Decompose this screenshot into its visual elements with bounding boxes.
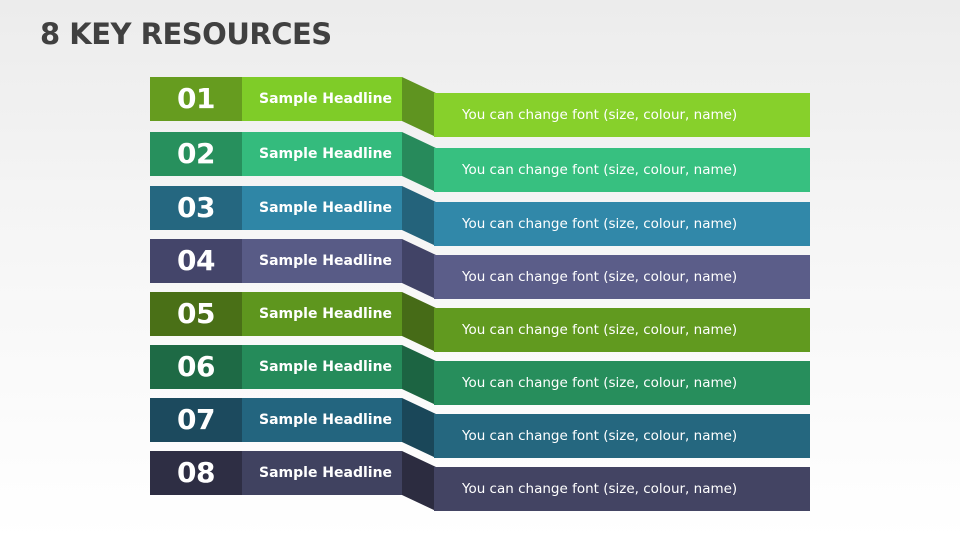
item-description: You can change font (size, colour, name)	[434, 255, 810, 299]
item-fold-connector	[402, 132, 436, 192]
item-headline: Sample Headline	[242, 186, 402, 230]
resource-item-7: 07 Sample Headline You can change font (…	[150, 398, 810, 458]
resource-item-8: 08 Sample Headline You can change font (…	[150, 451, 810, 511]
item-number: 06	[150, 345, 242, 389]
item-number: 05	[150, 292, 242, 336]
resource-item-6: 06 Sample Headline You can change font (…	[150, 345, 810, 405]
item-description: You can change font (size, colour, name)	[434, 414, 810, 458]
item-number: 02	[150, 132, 242, 176]
item-number: 04	[150, 239, 242, 283]
item-description: You can change font (size, colour, name)	[434, 148, 810, 192]
item-description: You can change font (size, colour, name)	[434, 308, 810, 352]
resource-item-2: 02 Sample Headline You can change font (…	[150, 132, 810, 192]
resource-item-5: 05 Sample Headline You can change font (…	[150, 292, 810, 352]
item-headline: Sample Headline	[242, 132, 402, 176]
item-description: You can change font (size, colour, name)	[434, 93, 810, 137]
item-fold-connector	[402, 345, 436, 405]
item-headline: Sample Headline	[242, 398, 402, 442]
item-headline: Sample Headline	[242, 77, 402, 121]
item-number: 07	[150, 398, 242, 442]
item-fold-connector	[402, 292, 436, 352]
item-number: 08	[150, 451, 242, 495]
item-fold-connector	[402, 398, 436, 458]
slide-title: 8 KEY RESOURCES	[40, 17, 332, 51]
resource-item-4: 04 Sample Headline You can change font (…	[150, 239, 810, 299]
item-headline: Sample Headline	[242, 451, 402, 495]
item-description: You can change font (size, colour, name)	[434, 202, 810, 246]
resource-item-3: 03 Sample Headline You can change font (…	[150, 186, 810, 246]
item-headline: Sample Headline	[242, 292, 402, 336]
resource-item-1: 01 Sample Headline You can change font (…	[150, 77, 810, 137]
item-fold-connector	[402, 186, 436, 246]
item-number: 03	[150, 186, 242, 230]
item-headline: Sample Headline	[242, 345, 402, 389]
item-fold-connector	[402, 239, 436, 299]
item-number: 01	[150, 77, 242, 121]
item-fold-connector	[402, 77, 436, 137]
item-headline: Sample Headline	[242, 239, 402, 283]
item-fold-connector	[402, 451, 436, 511]
item-description: You can change font (size, colour, name)	[434, 361, 810, 405]
item-description: You can change font (size, colour, name)	[434, 467, 810, 511]
